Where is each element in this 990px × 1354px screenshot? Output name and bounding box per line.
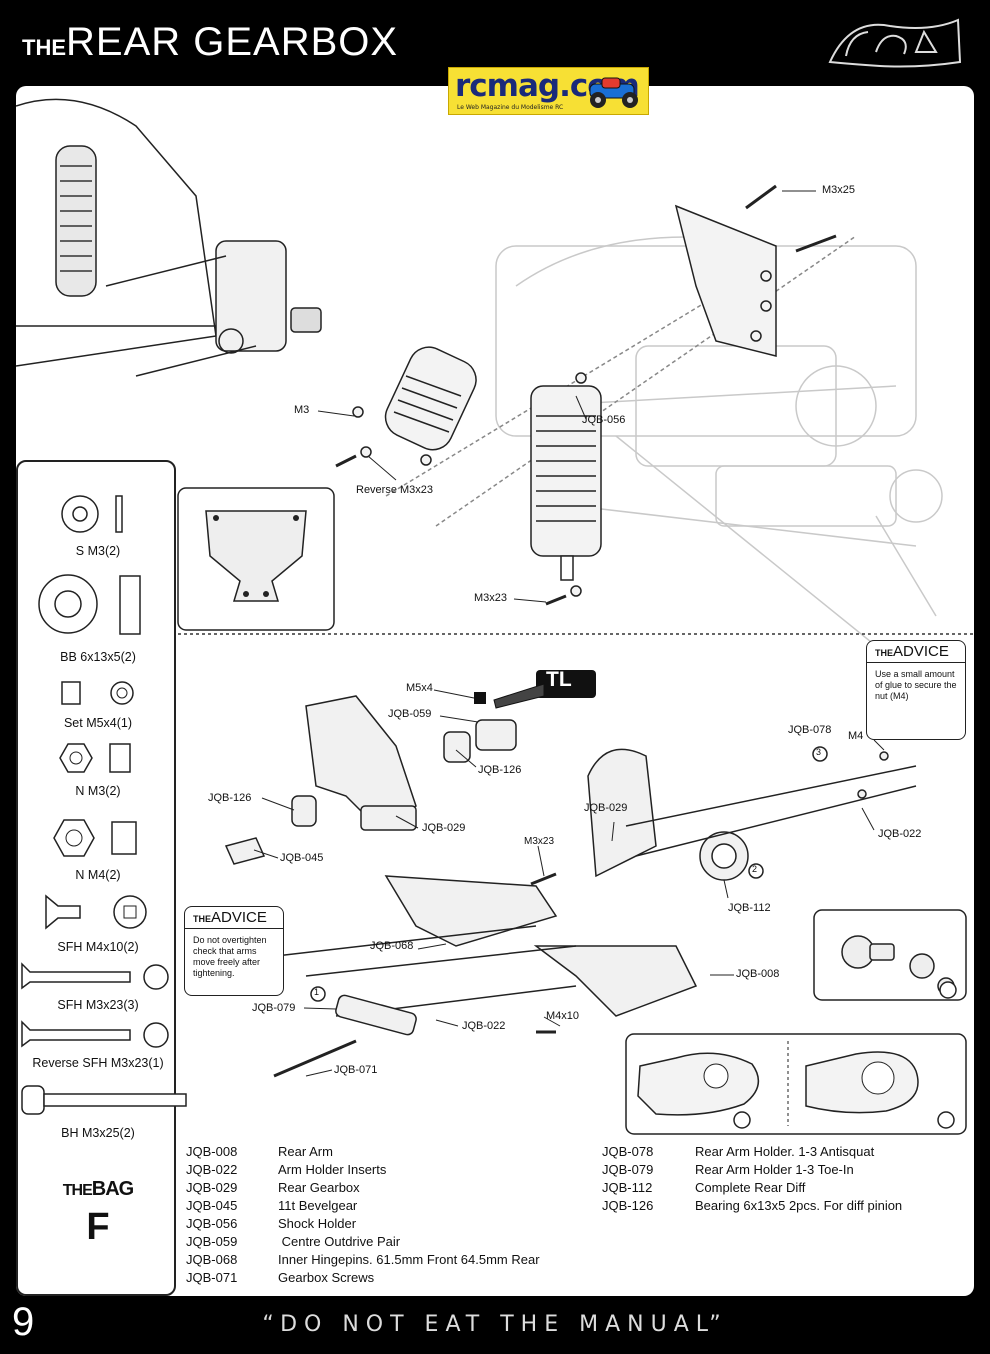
- bag-title: THEBAG: [62, 1178, 134, 1200]
- part-set-screw: Set M5x4(1): [18, 678, 178, 734]
- part-label: BB 6x13x5(2): [60, 650, 136, 664]
- rcmag-logo[interactable]: rcmag.com Le Web Magazine du Modelisme R…: [448, 67, 649, 115]
- part-nut-m3: N M3(2): [18, 740, 178, 802]
- nut-icon: [59, 743, 131, 773]
- brand-logo-icon: [828, 18, 962, 68]
- advice-right-title: THEADVICE: [867, 641, 965, 663]
- gearbox-assembly-lower: [224, 695, 917, 1078]
- step-number-1: 1: [314, 987, 320, 997]
- washer-icon: [61, 495, 123, 533]
- label-m3x23-b: M3x23: [524, 836, 555, 847]
- part-sfh-m3x23: SFH M3x23(3): [18, 962, 178, 1018]
- part-label: N M4(2): [75, 868, 121, 882]
- shock-assembly-upper: [335, 184, 857, 606]
- nut-icon: [53, 819, 137, 857]
- bag-contents-panel: S M3(2) BB 6x13x5(2) Set M5x4(1) N M3(2)…: [16, 460, 187, 1296]
- label-jqb-126-a: JQB-126: [478, 764, 522, 776]
- label-jqb-022-a: JQB-022: [878, 828, 922, 840]
- page-header: THEREAR GEARBOX: [0, 0, 990, 86]
- label-jqb-029-b: JQB-029: [584, 802, 628, 814]
- countersunk-screw-icon: [21, 962, 169, 990]
- button-head-screw-icon: [21, 1085, 187, 1115]
- countersunk-screw-icon: [45, 894, 147, 930]
- label-m5x4: M5x4: [406, 682, 433, 694]
- label-jqb-056: JQB-056: [582, 414, 626, 426]
- part-label: S M3(2): [75, 544, 121, 558]
- label-jqb-068: JQB-068: [370, 940, 414, 952]
- part-nut-m4: N M4(2): [18, 816, 178, 886]
- shock-tower-icon: [205, 510, 307, 602]
- set-screw-icon: [61, 681, 134, 705]
- label-m4: M4: [848, 730, 864, 742]
- label-jqb-071: JQB-071: [334, 1064, 378, 1076]
- part-reverse-sfh-m3x23: Reverse SFH M3x23(1): [18, 1020, 178, 1076]
- logo-subtext: Le Web Magazine du Modelisme RC: [457, 104, 564, 111]
- label-m4x10: M4x10: [546, 1010, 580, 1022]
- label-jqb-112: JQB-112: [728, 902, 771, 914]
- part-label: SFH M3x23(3): [57, 998, 139, 1012]
- part-label: SFH M4x10(2): [57, 940, 139, 954]
- label-jqb-059: JQB-059: [388, 708, 432, 720]
- step-number-2: 2: [752, 864, 758, 874]
- part-washer-m3: S M3(2): [18, 492, 178, 562]
- page-number: 9: [12, 1300, 35, 1344]
- rc-car-icon: [589, 77, 638, 108]
- bearing-icon: [38, 574, 141, 635]
- label-reverse-m3x23: Reverse M3x23: [356, 484, 434, 496]
- page-title-main: REAR GEARBOX: [66, 20, 399, 64]
- label-tl: TL: [546, 668, 572, 691]
- part-label: Set M5x4(1): [63, 716, 133, 730]
- label-jqb-029-a: JQB-029: [422, 822, 466, 834]
- label-m3: M3: [294, 404, 310, 416]
- legend-row: JQB-059 Centre Outdrive Pair: [186, 1234, 401, 1249]
- part-bearing: BB 6x13x5(2): [18, 572, 178, 664]
- rear-chassis-sketch: [16, 98, 322, 377]
- step-number-3: 3: [816, 747, 822, 757]
- page-title: THEREAR GEARBOX: [22, 20, 398, 65]
- arm-holder-position-1-icon: [637, 1052, 760, 1116]
- label-jqb-045: JQB-045: [280, 852, 324, 864]
- page-title-prefix: THE: [22, 35, 66, 60]
- leader-lines: [253, 190, 885, 1077]
- label-jqb-078: JQB-078: [788, 724, 832, 736]
- advice-right-text: Use a small amount of glue to secure the…: [875, 669, 957, 701]
- label-m3x25: M3x25: [822, 184, 856, 196]
- label-m3x23: M3x23: [474, 592, 508, 604]
- part-sfh-m4x10: SFH M4x10(2): [18, 892, 178, 958]
- footer-tagline: “DO NOT EAT THE MANUAL”: [262, 1312, 728, 1337]
- label-jqb-079: JQB-079: [252, 1002, 296, 1014]
- advice-box-right: THEADVICE Use a small amount of glue to …: [866, 640, 966, 740]
- step-circles: [310, 746, 957, 1129]
- bag-letter: F: [86, 1206, 110, 1248]
- hex-tool-icon: [474, 670, 596, 709]
- part-bh-m3x25: BH M3x25(2): [18, 1082, 187, 1146]
- label-jqb-022-b: JQB-022: [462, 1020, 506, 1032]
- label-jqb-008: JQB-008: [736, 968, 780, 980]
- part-label: BH M3x25(2): [61, 1126, 135, 1140]
- part-label: Reverse SFH M3x23(1): [32, 1056, 164, 1070]
- exploded-assembly-diagram: [16, 98, 974, 1135]
- countersunk-screw-icon: [21, 1020, 169, 1048]
- advice-box-left: THEADVICE Do not overtighten check that …: [184, 906, 284, 996]
- part-label: N M3(2): [75, 784, 121, 798]
- label-jqb-126-b: JQB-126: [208, 792, 252, 804]
- advice-left-title: THEADVICE: [185, 907, 283, 929]
- advice-left-text: Do not overtighten check that arms move …: [193, 935, 267, 978]
